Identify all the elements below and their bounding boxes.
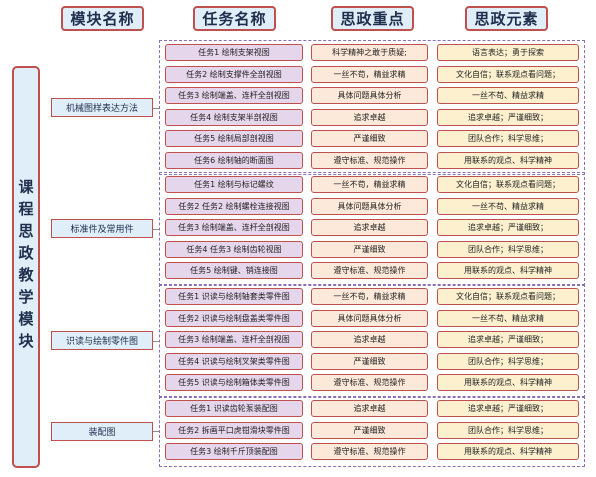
module-group-box [159, 40, 585, 175]
element-cell: 追求卓越；严谨细致； [437, 331, 579, 348]
key-point-cell: 遵守标准、规范操作 [311, 151, 428, 169]
task-cell: 任务5 绘制键、销连接图 [165, 262, 303, 279]
element-cell: 用联系的观点、科学精神 [437, 262, 579, 279]
element-cell: 文化自信；联系观点看问题； [437, 176, 579, 193]
key-point-cell: 科学精神之敢于质疑; [311, 44, 428, 61]
task-cell: 任务2 绘制支撑件全剖视图 [165, 65, 303, 83]
key-point-cell: 一丝不苟，精益求精 [311, 288, 428, 305]
key-point-cell: 遵守标准、规范操作 [311, 374, 428, 391]
element-cell: 文化自信；联系观点看问题； [437, 288, 579, 305]
key-point-cell: 严谨细致 [311, 421, 428, 439]
key-point-cell: 追求卓越 [311, 331, 428, 348]
key-point-cell: 追求卓越 [311, 400, 428, 417]
element-cell: 团队合作；科学思维； [437, 240, 579, 258]
key-point-cell: 严谨细致 [311, 240, 428, 258]
key-point-cell: 追求卓越 [311, 219, 428, 236]
key-point-cell: 一丝不苟，精益求精 [311, 65, 428, 83]
task-cell: 任务1 绘制与标记螺纹 [165, 176, 303, 193]
module-group-box [159, 172, 585, 286]
element-cell: 追求卓越；严谨细致； [437, 400, 579, 417]
task-cell: 任务2 识读与绘制盘盖类零件图 [165, 309, 303, 327]
module-group-box [159, 284, 585, 398]
key-point-cell: 一丝不苟，精益求精 [311, 176, 428, 193]
task-cell: 任务1 绘制支架视图 [165, 44, 303, 61]
module-name-header: 模块名称 [61, 6, 144, 31]
key-point-cell: 追求卓越 [311, 108, 428, 126]
module-label: 识读与绘制零件图 [51, 331, 153, 351]
module-connector [153, 340, 159, 342]
task-cell: 任务4 任务3 绘制齿轮视图 [165, 240, 303, 258]
element-cell: 团队合作；科学思维； [437, 352, 579, 370]
task-cell: 任务4 识读与绘制叉架类零件图 [165, 352, 303, 370]
element-cell: 用联系的观点、科学精神 [437, 374, 579, 391]
module-label: 标准件及常用件 [51, 219, 153, 239]
key-point-cell: 具体问题具体分析 [311, 197, 428, 215]
task-cell: 任务4 绘制支架半剖视图 [165, 108, 303, 126]
task-cell: 任务3 绘制千斤顶装配图 [165, 443, 303, 460]
element-cell: 一丝不苟、精益求精 [437, 87, 579, 104]
elements-header: 思政元素 [465, 6, 548, 31]
course-module-side-title: 课程思政教学模块 [12, 66, 40, 468]
key-point-cell: 具体问题具体分析 [311, 87, 428, 104]
task-cell: 任务5 绘制局部剖视图 [165, 130, 303, 147]
element-cell: 一丝不苟、精益求精 [437, 309, 579, 327]
element-cell: 团队合作；科学思维； [437, 130, 579, 147]
element-cell: 追求卓越；严谨细致； [437, 108, 579, 126]
key-point-cell: 具体问题具体分析 [311, 309, 428, 327]
key-point-cell: 遵守标准、规范操作 [311, 262, 428, 279]
module-connector [153, 107, 159, 109]
key-point-cell: 严谨细致 [311, 130, 428, 147]
key-points-header: 思政重点 [331, 6, 414, 31]
task-cell: 任务3 绘制端盖、连杆全剖视图 [165, 87, 303, 104]
task-cell: 任务5 识读与绘制箱体类零件图 [165, 374, 303, 391]
task-cell: 任务2 拆画平口虎钳滑块零件图 [165, 421, 303, 439]
module-connector [153, 431, 159, 433]
task-cell: 任务2 任务2 绘制螺栓连接视图 [165, 197, 303, 215]
task-cell: 任务3 绘制端盖、连杆全剖视图 [165, 331, 303, 348]
element-cell: 用联系的观点、科学精神 [437, 151, 579, 169]
element-cell: 追求卓越；严谨细致； [437, 219, 579, 236]
key-point-cell: 严谨细致 [311, 352, 428, 370]
task-cell: 任务1 识读齿轮泵装配图 [165, 400, 303, 417]
task-cell: 任务6 绘制轴的断面图 [165, 151, 303, 169]
module-connector [153, 228, 159, 230]
task-name-header: 任务名称 [193, 6, 276, 31]
key-point-cell: 遵守标准、规范操作 [311, 443, 428, 460]
side-title-text: 课程思政教学模块 [16, 179, 35, 355]
module-group-box [159, 396, 585, 467]
module-label: 机械图样表达方法 [51, 98, 153, 117]
element-cell: 一丝不苟、精益求精 [437, 197, 579, 215]
module-label: 装配图 [51, 421, 153, 441]
element-cell: 用联系的观点、科学精神 [437, 443, 579, 460]
element-cell: 语言表达；勇于探索 [437, 44, 579, 61]
task-cell: 任务3 绘制端盖、连杆全剖视图 [165, 219, 303, 236]
element-cell: 文化自信；联系观点看问题； [437, 65, 579, 83]
element-cell: 团队合作；科学思维； [437, 421, 579, 439]
task-cell: 任务1 识读与绘制轴套类零件图 [165, 288, 303, 305]
